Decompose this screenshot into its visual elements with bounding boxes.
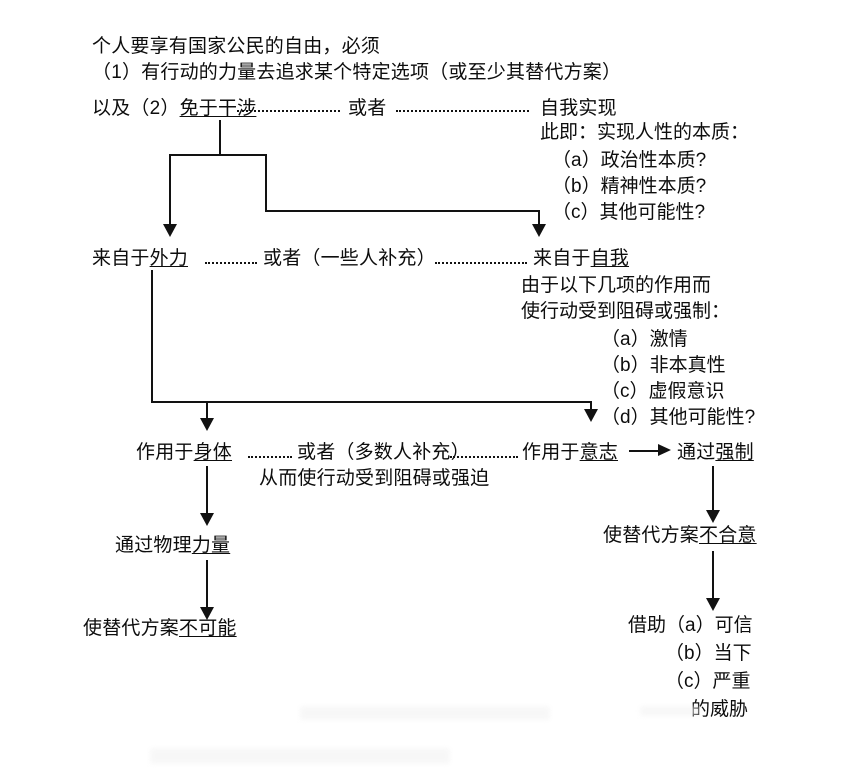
header-line-1: 个人要享有国家公民的自由，必须: [92, 36, 381, 57]
self-source-item-b: （b）非本真性: [601, 355, 726, 376]
threat-item-a: 借助（a）可信: [628, 612, 753, 641]
header-connector-or: 或者: [348, 98, 387, 119]
level3-connector-label: 或者（多数人补充）: [297, 442, 470, 463]
scan-artifact-3: [640, 706, 700, 716]
header-line-3-prefix: 以及（2）: [92, 98, 180, 119]
arrow-to-body: [200, 418, 214, 431]
self-realization-item-a: （a）政治性本质?: [552, 150, 707, 171]
self-realization-intro: 此即：实现人性的本质：: [540, 122, 750, 143]
bracket-mid-left-drop: [151, 270, 153, 403]
bracket-top-bar: [169, 154, 267, 156]
arrow-to-physical-force: [200, 513, 214, 526]
left-branch-line-2: [206, 560, 208, 610]
arrow-will-to-coercion-shaft: [629, 450, 661, 452]
threat-item-closing: 的威胁: [691, 699, 749, 720]
dotted-connector-top-right: [396, 110, 529, 112]
node-acts-on-body: 作用于身体: [136, 440, 232, 465]
term-undesirable: 不合意: [699, 525, 757, 546]
bracket-mid-run: [151, 401, 592, 403]
bracket-left-drop: [169, 154, 171, 227]
threat-item-c: （c）严重: [665, 671, 751, 692]
threat-lead-label: 借助: [628, 615, 667, 636]
self-source-line-2: 使行动受到阻碍或强制：: [521, 301, 731, 322]
node-acts-on-will: 作用于意志: [522, 440, 618, 465]
node-external-source: 来自于外力: [92, 246, 188, 271]
arrow-will-to-coercion-head: [658, 444, 671, 456]
scan-artifact-1: [300, 706, 550, 720]
dotted-connector-level3-left: [248, 456, 292, 458]
self-source-item-d: （d）其他可能性?: [601, 407, 756, 428]
self-source-line-1: 由于以下几项的作用而: [521, 275, 712, 296]
arrow-to-will: [584, 409, 598, 422]
left-branch-line-1: [206, 466, 208, 516]
term-external-force: 外力: [149, 248, 189, 269]
arrow-to-self-source: [532, 224, 546, 237]
bracket-right-step-down: [265, 154, 267, 212]
self-source-item-c: （c）虚假意识: [601, 381, 725, 402]
node-physical-force-prefix: 通过物理: [115, 535, 192, 556]
term-freedom-from-interference: 免于干涉: [179, 98, 257, 119]
node-acts-on-will-prefix: 作用于: [522, 442, 580, 463]
arrow-to-impossible: [200, 607, 214, 620]
arrow-to-undesirable: [706, 510, 720, 523]
self-realization-item-b: （b）精神性本质?: [552, 176, 707, 197]
dotted-connector-level3-right: [450, 456, 518, 458]
node-alternatives-undesirable-prefix: 使替代方案: [603, 525, 700, 546]
right-branch-line-2: [712, 551, 714, 602]
node-alternatives-undesirable: 使替代方案不合意: [603, 523, 757, 548]
bracket-right-drop: [538, 210, 540, 227]
term-body: 身体: [193, 442, 233, 463]
self-realization-item-c: （c）其他可能性?: [552, 202, 706, 223]
term-will: 意志: [579, 442, 619, 463]
node-self-source: 来自于自我: [533, 246, 629, 271]
level3-sub-note: 从而使行动受到阻碍或强迫: [259, 468, 490, 489]
node-alternatives-impossible: 使替代方案不可能: [83, 616, 237, 641]
term-self: 自我: [590, 248, 630, 269]
dotted-connector-top-left: [237, 110, 340, 112]
self-source-item-a: （a）激情: [601, 329, 688, 350]
term-force: 力量: [191, 535, 231, 556]
bracket-right-run: [265, 210, 540, 212]
node-external-source-prefix: 来自于: [92, 248, 150, 269]
scan-artifact-2: [150, 748, 450, 764]
dotted-connector-level2-left: [205, 262, 257, 264]
node-acts-on-body-prefix: 作用于: [136, 442, 194, 463]
right-branch-line-1: [712, 466, 714, 513]
node-through-coercion-prefix: 通过: [677, 442, 716, 463]
header-line-2: （1）有行动的力量去追求某个特定选项（或至少其替代方案）: [92, 62, 622, 83]
level2-connector-label: 或者（一些人补充）: [263, 248, 436, 269]
node-physical-force: 通过物理力量: [115, 533, 230, 558]
term-coercion: 强制: [715, 442, 754, 463]
header-self-realization: 自我实现: [540, 98, 617, 119]
header-line-3-left: 以及（2）免于干涉: [92, 96, 256, 121]
node-alternatives-impossible-prefix: 使替代方案: [83, 618, 180, 639]
bracket-mid-will-drop: [590, 401, 592, 412]
node-self-source-prefix: 来自于: [533, 248, 591, 269]
arrow-to-external-source: [163, 224, 177, 237]
bracket-mid-body-drop: [206, 401, 208, 421]
dotted-connector-level2-right: [435, 262, 527, 264]
threat-item-b: （b）当下: [665, 643, 752, 664]
node-through-coercion: 通过强制: [677, 440, 754, 465]
threat-item-a-text: （a）可信: [666, 615, 753, 636]
bracket-top-stem: [219, 120, 221, 156]
term-impossible: 不可能: [179, 618, 237, 639]
arrow-to-threat-list: [706, 598, 720, 611]
